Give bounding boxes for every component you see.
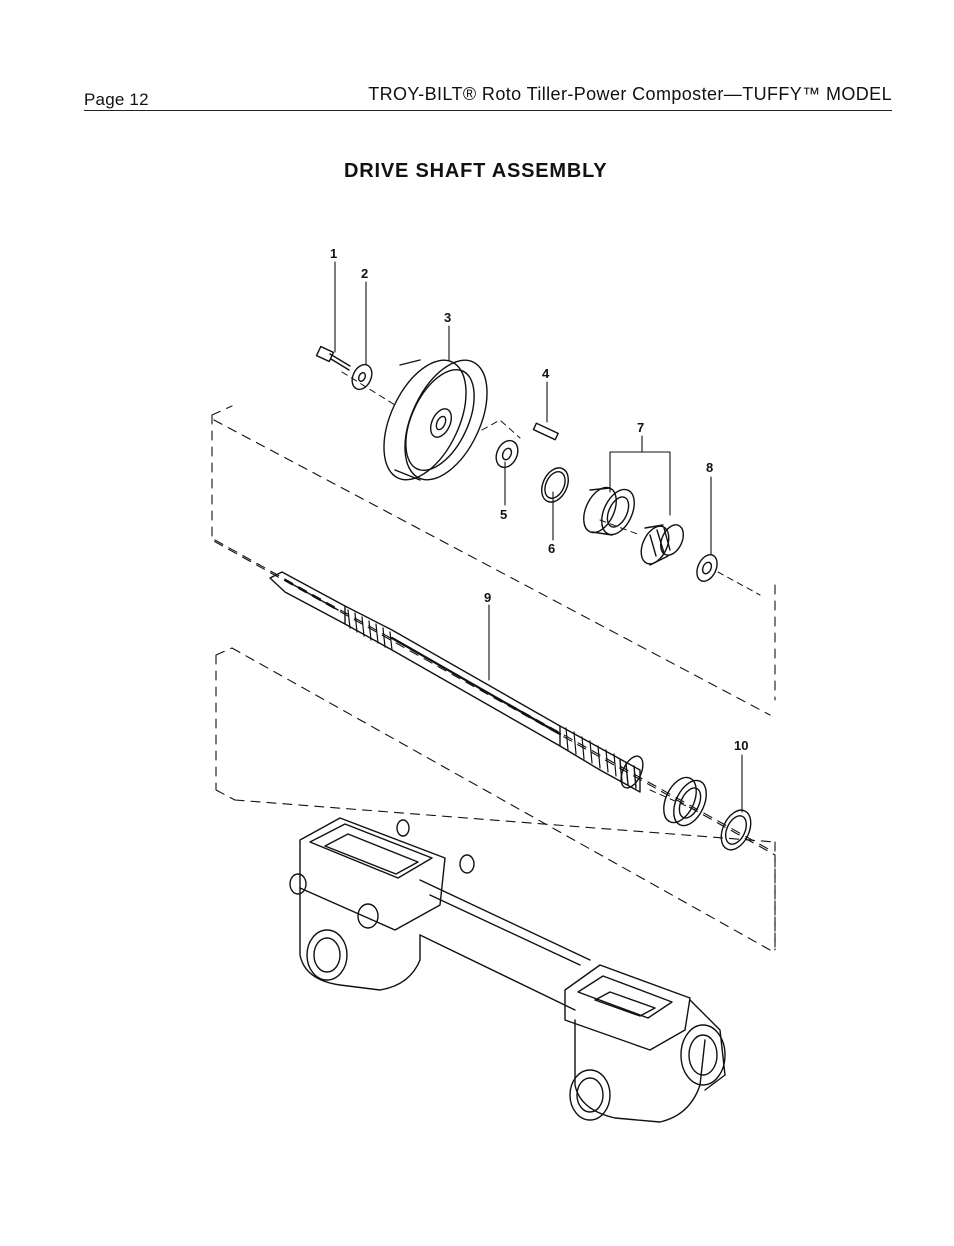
bolt-part-1 — [315, 345, 351, 371]
callout-2: 2 — [361, 266, 368, 281]
key-part-4 — [532, 422, 559, 441]
callout-8: 8 — [706, 460, 713, 475]
callout-5: 5 — [500, 507, 507, 522]
washer-part-8 — [696, 554, 718, 582]
lower-group-outline — [215, 647, 776, 951]
page-header: Page 12 TROY-BILT® Roto Tiller-Power Com… — [84, 84, 892, 114]
upper-group-outline — [211, 405, 776, 951]
document-title: TROY-BILT® Roto Tiller-Power Composter—T… — [368, 84, 892, 104]
header-rule — [84, 110, 892, 111]
callout-4: 4 — [542, 366, 550, 381]
washer-part-5 — [495, 439, 519, 469]
callout-6: 6 — [548, 541, 555, 556]
snap-ring-part-6 — [541, 467, 569, 503]
worm-thread-upper — [347, 609, 393, 651]
callout-10: 10 — [734, 738, 748, 753]
page-number: Page 12 — [84, 90, 149, 109]
callout-1: 1 — [330, 246, 337, 261]
drive-shaft-part-9 — [269, 571, 644, 793]
bearing-cup-part-10 — [663, 776, 752, 851]
transmission-housing — [289, 817, 726, 1123]
pulley-part-3 — [383, 359, 488, 481]
section-title: DRIVE SHAFT ASSEMBLY — [344, 160, 608, 182]
washer-part-2 — [351, 363, 373, 391]
bearing-part-7 — [583, 486, 685, 566]
callout-7: 7 — [637, 420, 644, 435]
callout-9: 9 — [484, 590, 491, 605]
leader-lines — [334, 261, 743, 813]
callout-3: 3 — [444, 310, 451, 325]
worm-thread-lower — [565, 727, 617, 777]
